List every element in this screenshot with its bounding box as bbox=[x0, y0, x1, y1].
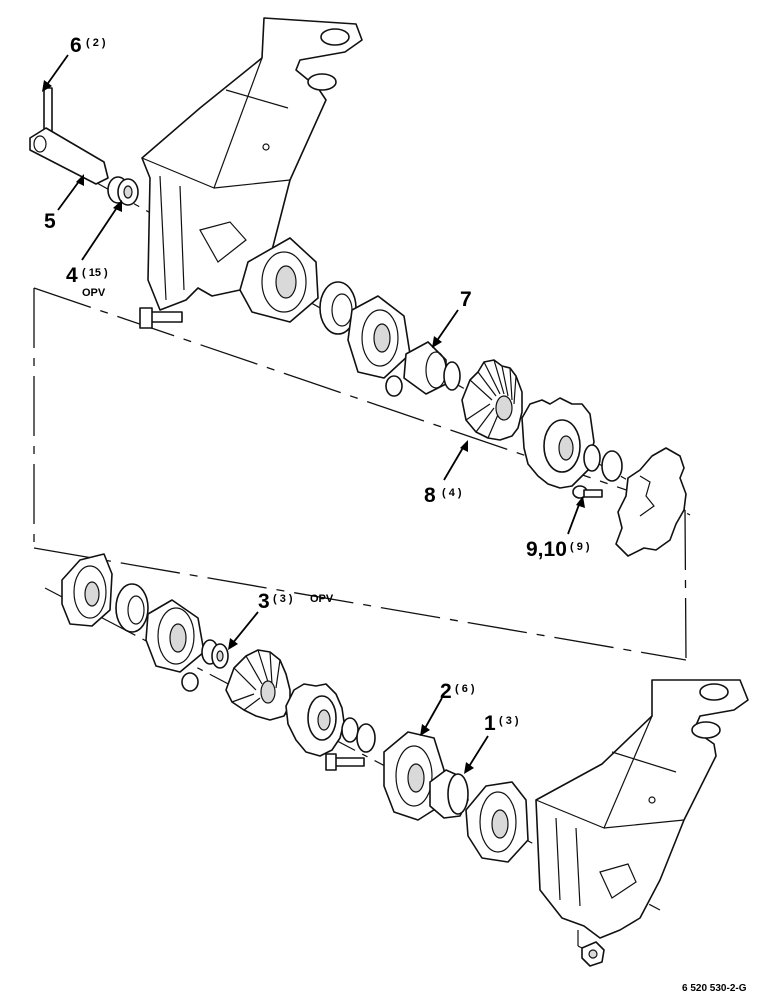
arrow-icon bbox=[420, 724, 430, 736]
arrow-icon bbox=[113, 200, 122, 212]
lower-sprocket bbox=[285, 683, 345, 757]
svg-text:( 4 ): ( 4 ) bbox=[442, 487, 462, 499]
callout-1: 1 ( 3 ) bbox=[484, 712, 519, 735]
part-1-bearing bbox=[429, 769, 469, 819]
lower-flange-right bbox=[465, 781, 529, 863]
svg-text:5: 5 bbox=[44, 210, 56, 233]
callout-leaders bbox=[42, 54, 585, 774]
part-7-spacer bbox=[403, 341, 461, 395]
svg-text:OPV: OPV bbox=[310, 593, 334, 605]
svg-text:( 3 ): ( 3 ) bbox=[499, 715, 519, 727]
arrow-icon bbox=[228, 638, 238, 650]
svg-text:4: 4 bbox=[66, 264, 78, 287]
lower-bolt bbox=[325, 753, 365, 771]
svg-text:( 6 ): ( 6 ) bbox=[455, 683, 475, 695]
upper-support-bracket bbox=[141, 17, 363, 311]
svg-text:9,10: 9,10 bbox=[526, 538, 567, 561]
svg-text:( 15 ): ( 15 ) bbox=[82, 267, 108, 279]
callout-7: 7 bbox=[460, 288, 472, 311]
drawing-reference-number: 6 520 530-2-G bbox=[682, 983, 747, 994]
arrow-icon bbox=[464, 762, 474, 774]
upper-washers bbox=[583, 444, 623, 482]
svg-text:8: 8 bbox=[424, 484, 436, 507]
svg-text:( 2 ): ( 2 ) bbox=[86, 37, 106, 49]
part-8-bevel-gear bbox=[461, 359, 523, 441]
svg-text:( 3 ): ( 3 ) bbox=[273, 593, 293, 605]
arrow-icon bbox=[432, 336, 442, 348]
part-9-10-bolt bbox=[572, 485, 603, 499]
upper-star-wheel bbox=[615, 447, 687, 557]
arrow-icon bbox=[576, 496, 585, 508]
svg-text:7: 7 bbox=[460, 288, 472, 311]
lower-flange-left bbox=[61, 553, 113, 627]
upper-nut bbox=[385, 375, 403, 397]
lower-nut bbox=[181, 672, 199, 692]
callout-8: 8 ( 4 ) bbox=[424, 484, 462, 507]
part-3-collar bbox=[201, 639, 229, 669]
svg-text:6: 6 bbox=[70, 34, 82, 57]
lower-bearing-ring-left bbox=[115, 583, 149, 633]
part-6-crank-handle bbox=[29, 87, 109, 185]
arrow-icon bbox=[76, 174, 84, 186]
lower-bracket-bolt bbox=[577, 930, 605, 967]
callout-2: 2 ( 6 ) bbox=[440, 680, 475, 703]
upper-flange-plate bbox=[347, 295, 411, 379]
callout-9-10: 9,10 ( 9 ) bbox=[526, 538, 590, 561]
lower-support-bracket bbox=[535, 679, 749, 939]
upper-bracket-bolt bbox=[139, 307, 183, 329]
svg-text:3: 3 bbox=[258, 590, 270, 613]
callout-3: 3 ( 3 ) OPV bbox=[258, 590, 334, 613]
arrow-icon bbox=[460, 440, 468, 452]
svg-text:OPV: OPV bbox=[82, 287, 106, 299]
lower-washers bbox=[341, 717, 376, 753]
arrow-icon bbox=[42, 80, 52, 92]
upper-sprocket bbox=[521, 397, 595, 489]
svg-text:( 9 ): ( 9 ) bbox=[570, 541, 590, 553]
lower-flange-plate bbox=[145, 599, 205, 673]
callout-4: 4 ( 15 ) OPV bbox=[66, 264, 108, 299]
part-4-collar bbox=[107, 176, 139, 206]
svg-text:1: 1 bbox=[484, 712, 496, 735]
callout-5: 5 bbox=[44, 210, 56, 233]
callout-6: 6 ( 2 ) bbox=[70, 34, 106, 57]
svg-text:2: 2 bbox=[440, 680, 452, 703]
upper-flange-bearing bbox=[239, 237, 319, 323]
lower-bevel-gear bbox=[225, 649, 291, 721]
